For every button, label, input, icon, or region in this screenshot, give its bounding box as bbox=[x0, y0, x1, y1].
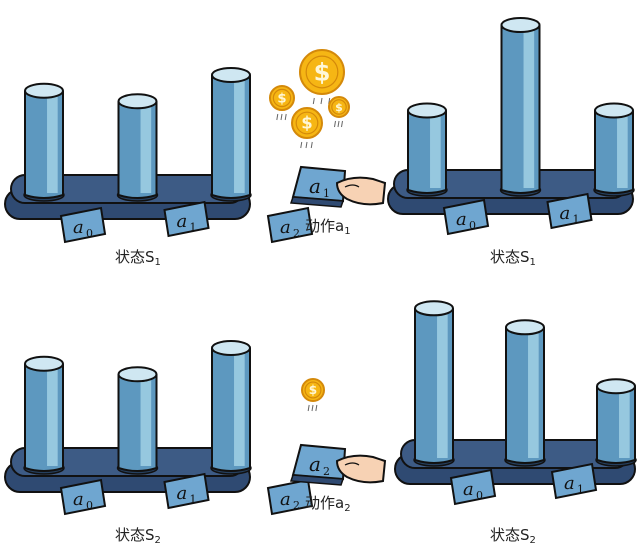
action-tag-label: a bbox=[73, 217, 84, 238]
coin-icon: $ bbox=[301, 378, 325, 412]
action-button-subscript: 1 bbox=[323, 187, 330, 200]
pressing-hand-icon bbox=[335, 176, 387, 206]
action-tag-label: a bbox=[564, 473, 575, 494]
action-tag-label: a bbox=[560, 203, 571, 224]
action-tag-subscript: 2 bbox=[293, 499, 300, 512]
value-bar-a1 bbox=[499, 17, 542, 197]
action-tag-label: a bbox=[177, 483, 188, 504]
dollar-icon: $ bbox=[335, 101, 343, 114]
action-tag-subscript: 1 bbox=[577, 483, 584, 496]
dollar-icon: $ bbox=[314, 58, 331, 86]
action-tag-label: a bbox=[280, 489, 291, 510]
value-bar-a1 bbox=[116, 93, 159, 202]
action-caption: 动作a2 bbox=[305, 494, 351, 514]
value-bar-a0 bbox=[23, 82, 65, 202]
coin-icon: $ bbox=[328, 96, 350, 128]
action-tag-subscript: 0 bbox=[86, 227, 93, 240]
action-button-label: a bbox=[309, 174, 321, 198]
dollar-icon: $ bbox=[309, 383, 317, 397]
action-button-subscript: 2 bbox=[323, 465, 330, 478]
action-tag-label: a bbox=[177, 211, 188, 232]
state-caption: 状态S1 bbox=[115, 248, 161, 268]
state-caption: 状态S1 bbox=[490, 248, 536, 268]
coin-icon: $ bbox=[269, 85, 295, 121]
action-tag-subscript: 0 bbox=[476, 489, 483, 502]
value-bar-a0 bbox=[406, 102, 448, 197]
value-bar-a2 bbox=[593, 102, 635, 197]
action-tag-subscript: 2 bbox=[293, 227, 300, 240]
action-tag-subscript: 1 bbox=[190, 221, 197, 234]
action-tag-subscript: 1 bbox=[573, 213, 580, 226]
dollar-icon: $ bbox=[301, 114, 312, 133]
action-caption: 动作a1 bbox=[305, 217, 351, 237]
action-tag-label: a bbox=[73, 489, 84, 510]
action-tag-subscript: 0 bbox=[469, 219, 476, 232]
value-bar-a0 bbox=[23, 355, 65, 475]
action-tag-subscript: 0 bbox=[86, 499, 93, 512]
action-tag-label: a bbox=[456, 209, 467, 230]
value-bar-a1 bbox=[504, 319, 546, 467]
action-tag-label: a bbox=[463, 479, 474, 500]
value-bar-a1 bbox=[116, 366, 159, 475]
value-bar-a2 bbox=[595, 378, 637, 467]
dollar-icon: $ bbox=[277, 92, 286, 107]
value-bar-a2 bbox=[210, 67, 252, 202]
state-caption: 状态S2 bbox=[115, 526, 161, 546]
action-button-label: a bbox=[309, 452, 321, 476]
value-bar-a2 bbox=[210, 340, 252, 475]
value-bar-a0 bbox=[413, 300, 455, 467]
action-tag-label: a bbox=[280, 217, 291, 238]
state-caption: 状态S2 bbox=[490, 526, 536, 546]
pressing-hand-icon bbox=[335, 454, 387, 484]
coin-icon: $ bbox=[299, 49, 345, 105]
action-tag-subscript: 1 bbox=[190, 493, 197, 506]
coin-icon: $ bbox=[291, 107, 323, 149]
